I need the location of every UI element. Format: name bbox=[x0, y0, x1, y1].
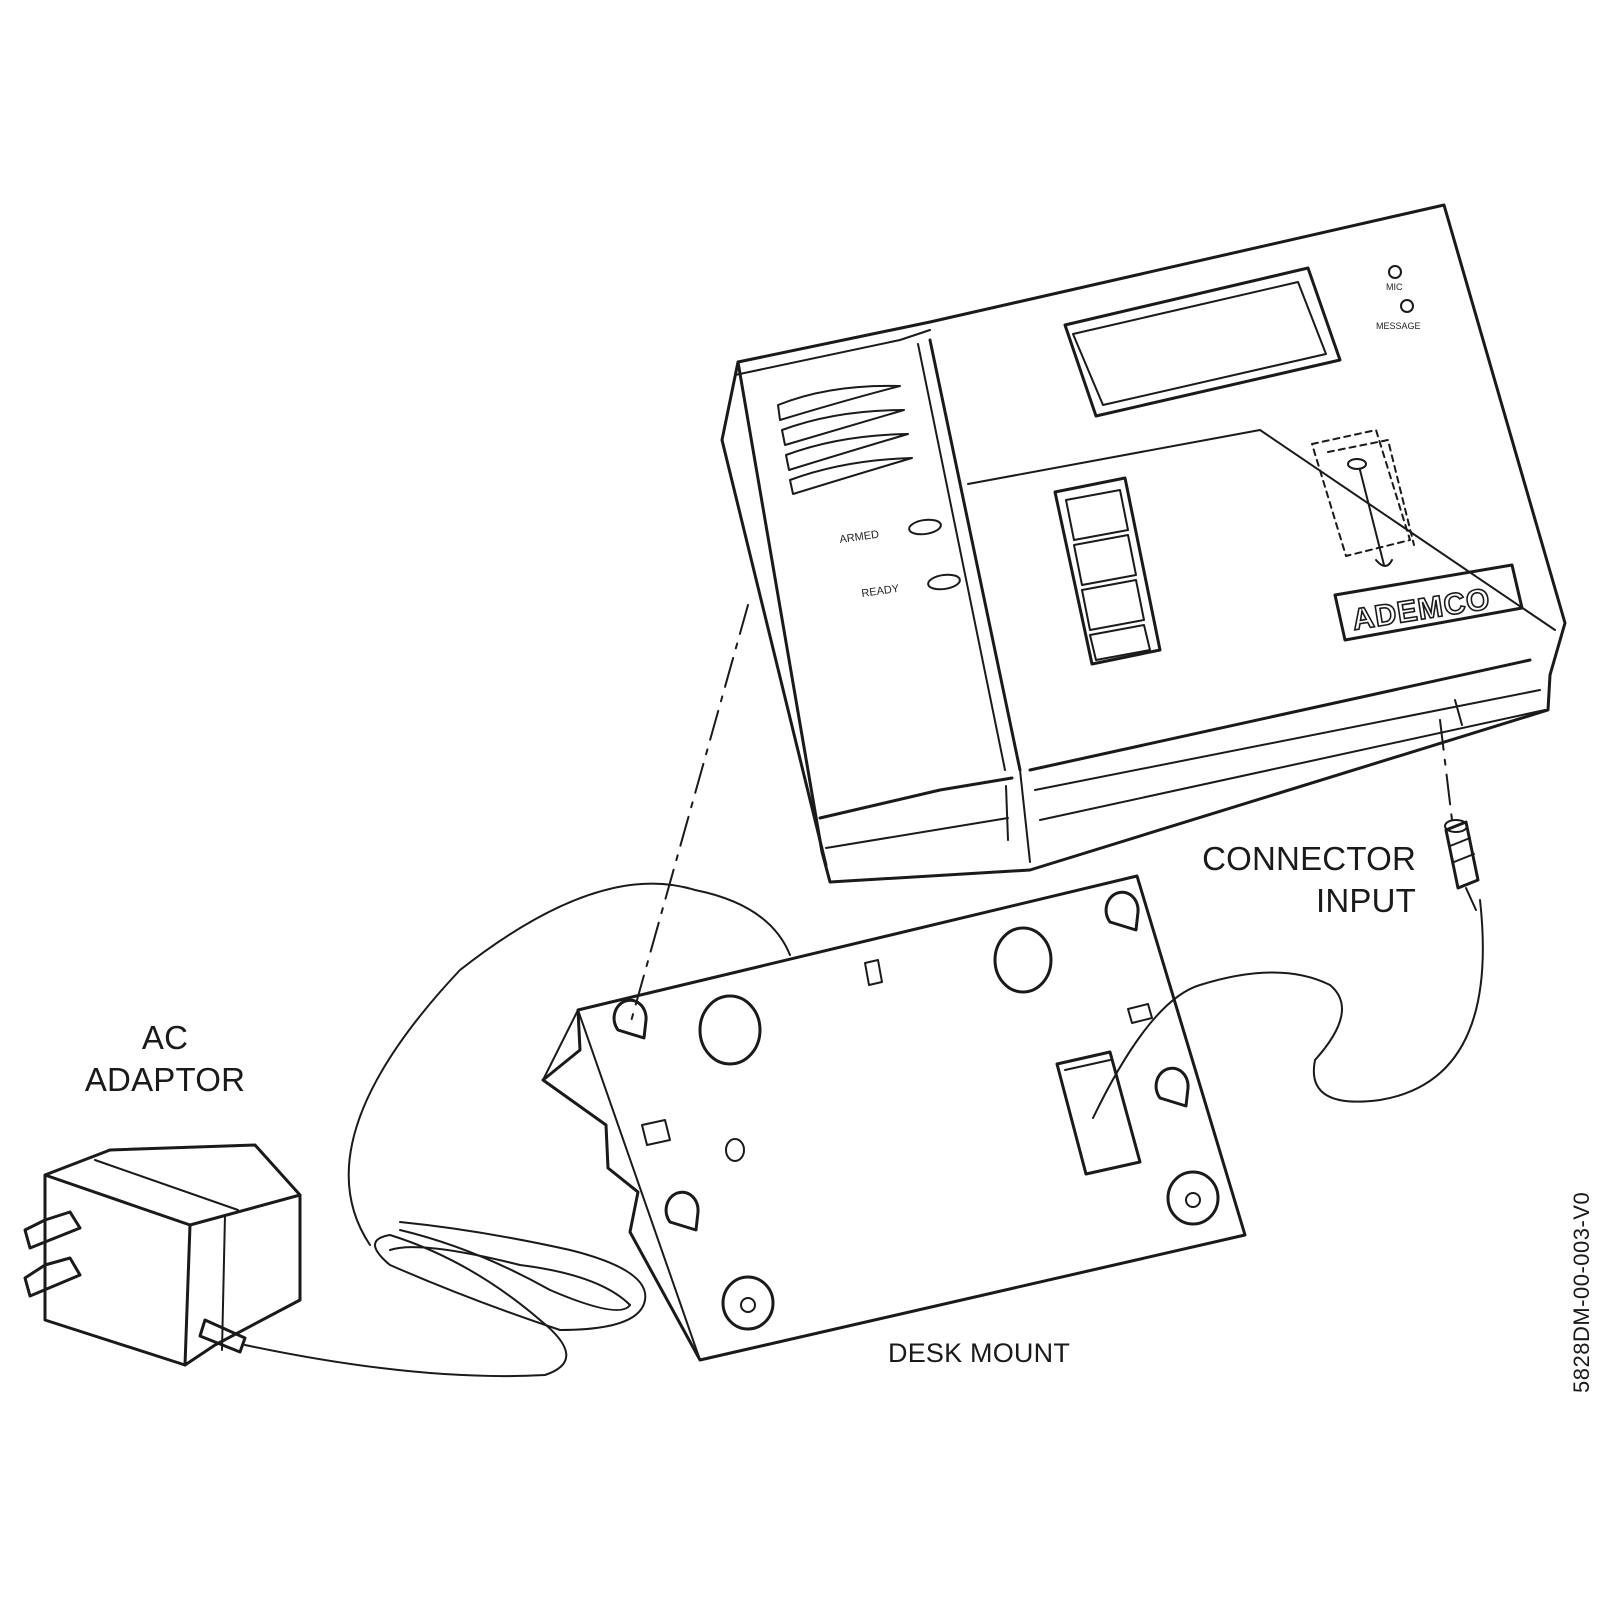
svg-text:ADEMCO: ADEMCO bbox=[1350, 583, 1493, 637]
desk-mount-label: DESK MOUNT bbox=[888, 1338, 1071, 1368]
mic-indicator: MIC bbox=[1386, 265, 1403, 292]
ac-adaptor-label: AC ADAPTOR bbox=[80, 1017, 250, 1101]
ac-adaptor-label-line2: ADAPTOR bbox=[84, 1061, 246, 1098]
tamper-slot bbox=[1311, 429, 1415, 567]
connector-input-label: CONNECTOR INPUT bbox=[1180, 838, 1416, 922]
figure-id-label: 5828DM-00-003-V0 bbox=[1569, 1191, 1594, 1393]
connector-cable bbox=[1092, 819, 1484, 1119]
ac-adaptor bbox=[23, 1143, 302, 1367]
connector-input-label-line1: CONNECTOR bbox=[1202, 840, 1416, 877]
svg-text:MESSAGE: MESSAGE bbox=[1376, 321, 1421, 331]
svg-text:READY: READY bbox=[861, 583, 901, 600]
armed-indicator: ARMED bbox=[839, 518, 942, 546]
keypad-device: ARMED READY MIC MESSAGE bbox=[720, 203, 1567, 884]
svg-text:ARMED: ARMED bbox=[839, 529, 880, 546]
svg-text:MIC: MIC bbox=[1386, 282, 1403, 292]
alignment-lines bbox=[629, 604, 1453, 1026]
brand-plate: ADEMCO bbox=[1333, 563, 1524, 642]
ac-adaptor-label-line1: AC bbox=[141, 1019, 189, 1056]
speaker-grille bbox=[777, 384, 913, 495]
connector-input-label-line2: INPUT bbox=[1316, 882, 1416, 919]
keypad-buttons bbox=[1053, 476, 1162, 666]
desk-mount bbox=[541, 874, 1247, 1362]
ready-indicator: READY bbox=[861, 573, 961, 600]
message-indicator: MESSAGE bbox=[1376, 299, 1421, 331]
power-cord bbox=[244, 882, 791, 1378]
